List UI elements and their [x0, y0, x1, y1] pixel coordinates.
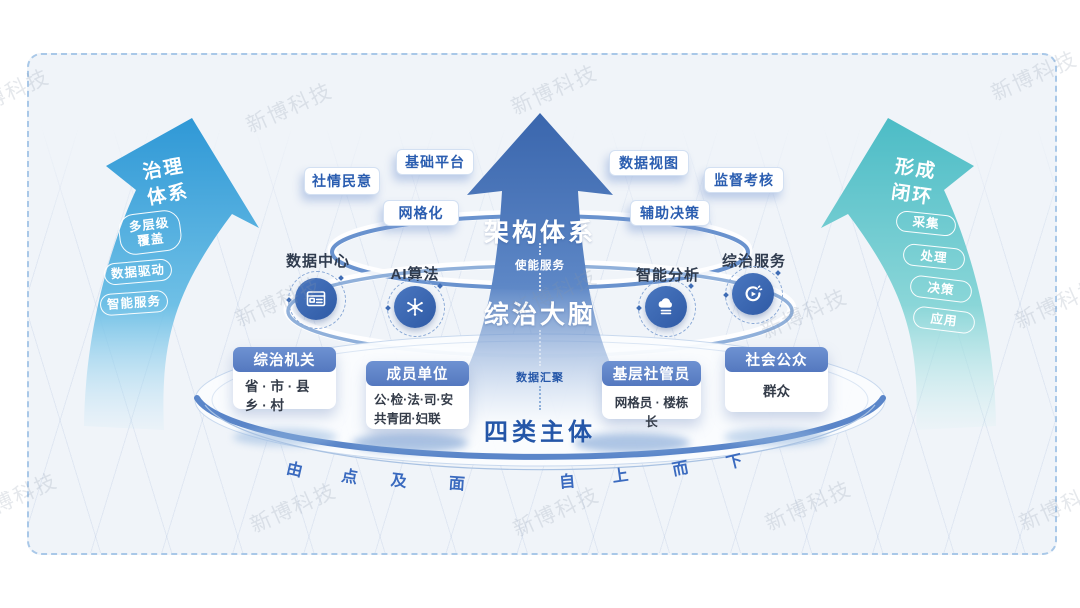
arc-char: 面 — [448, 475, 466, 494]
arc-char: 及 — [389, 472, 408, 491]
icon-ring — [387, 279, 445, 337]
subject-box-body: 网格员 · 楼栋长 — [602, 386, 701, 436]
dotted-connector — [539, 386, 541, 410]
capability-label-ai-algorithm: AI算法 — [390, 266, 440, 283]
feature-pill-decision-support: 辅助决策 — [630, 200, 710, 226]
dotted-connector — [539, 243, 541, 255]
capability-label-data-center: 数据中心 — [285, 253, 350, 270]
enabling-service-label: 使能服务 — [515, 260, 565, 272]
subject-box-header: 综治机关 — [233, 347, 336, 372]
data-center-icon — [295, 278, 337, 320]
subject-box-member-units: 成员单位 公·检·法·司·安 共青团·妇联 — [366, 361, 469, 429]
four-subjects-title: 四类主体 — [484, 419, 596, 446]
icon-ring — [288, 271, 346, 329]
icon-ring — [638, 279, 696, 337]
subject-box-header: 成员单位 — [366, 361, 469, 386]
subject-box-header: 社会公众 — [725, 347, 828, 372]
feature-pill-public-opinion: 社情民意 — [304, 167, 380, 195]
architecture-system-title: 架构体系 — [483, 219, 596, 247]
governance-service-icon — [732, 273, 774, 315]
subject-box-line: 群众 — [763, 384, 790, 399]
capability-label-smart-analysis: 智能分析 — [635, 267, 700, 284]
subject-box-line: 公·检·法·司·安 — [374, 393, 454, 407]
capability-label-governance-service: 综治服务 — [721, 253, 786, 270]
subject-box-public: 社会公众 群众 — [725, 347, 828, 412]
subject-box-governance-organs: 综治机关 省 · 市 · 县 乡 · 村 — [233, 347, 336, 413]
pill-line: 决策 — [926, 279, 956, 298]
subject-box-grass-roots-managers: 基层社管员 网格员 · 楼栋长 — [602, 361, 701, 429]
dotted-connector — [539, 330, 541, 366]
icon-ring — [725, 266, 783, 324]
dotted-connector — [539, 273, 541, 291]
subject-box-header: 基层社管员 — [602, 361, 701, 386]
subject-box-body: 群众 — [725, 372, 828, 405]
feature-pill-data-view: 数据视图 — [609, 150, 689, 176]
pill-line: 处理 — [919, 248, 949, 265]
pill-line: 智能服务 — [106, 293, 162, 312]
pill-line: 覆盖 — [136, 230, 166, 249]
left-arrow-pill-smart-service: 智能服务 — [99, 289, 169, 317]
subject-box-line: 共青团·妇联 — [374, 412, 441, 426]
subject-box-line: 网格员 · 楼栋长 — [614, 396, 689, 429]
feature-pill-grid: 网格化 — [383, 200, 459, 226]
pill-line: 数据驱动 — [110, 262, 166, 281]
feature-pill-supervision: 监督考核 — [704, 167, 784, 193]
subject-box-body: 省 · 市 · 县 乡 · 村 — [233, 372, 336, 419]
feature-pill-base-platform: 基础平台 — [396, 149, 474, 175]
smart-analysis-icon — [645, 286, 687, 328]
right-arrow-title: 形成 闭环 — [873, 152, 955, 213]
pill-line: 采集 — [911, 214, 941, 232]
subject-box-line: 乡 · 村 — [245, 398, 284, 413]
governance-brain-title: 综治大脑 — [483, 301, 596, 329]
ai-algorithm-icon — [394, 286, 436, 328]
pill-line: 应用 — [929, 310, 959, 329]
subject-box-line: 省 · 市 · 县 — [245, 379, 310, 394]
data-aggregation-label: 数据汇聚 — [516, 372, 564, 384]
subject-box-body: 公·检·法·司·安 共青团·妇联 — [366, 386, 469, 433]
arc-char: 上 — [611, 466, 630, 487]
